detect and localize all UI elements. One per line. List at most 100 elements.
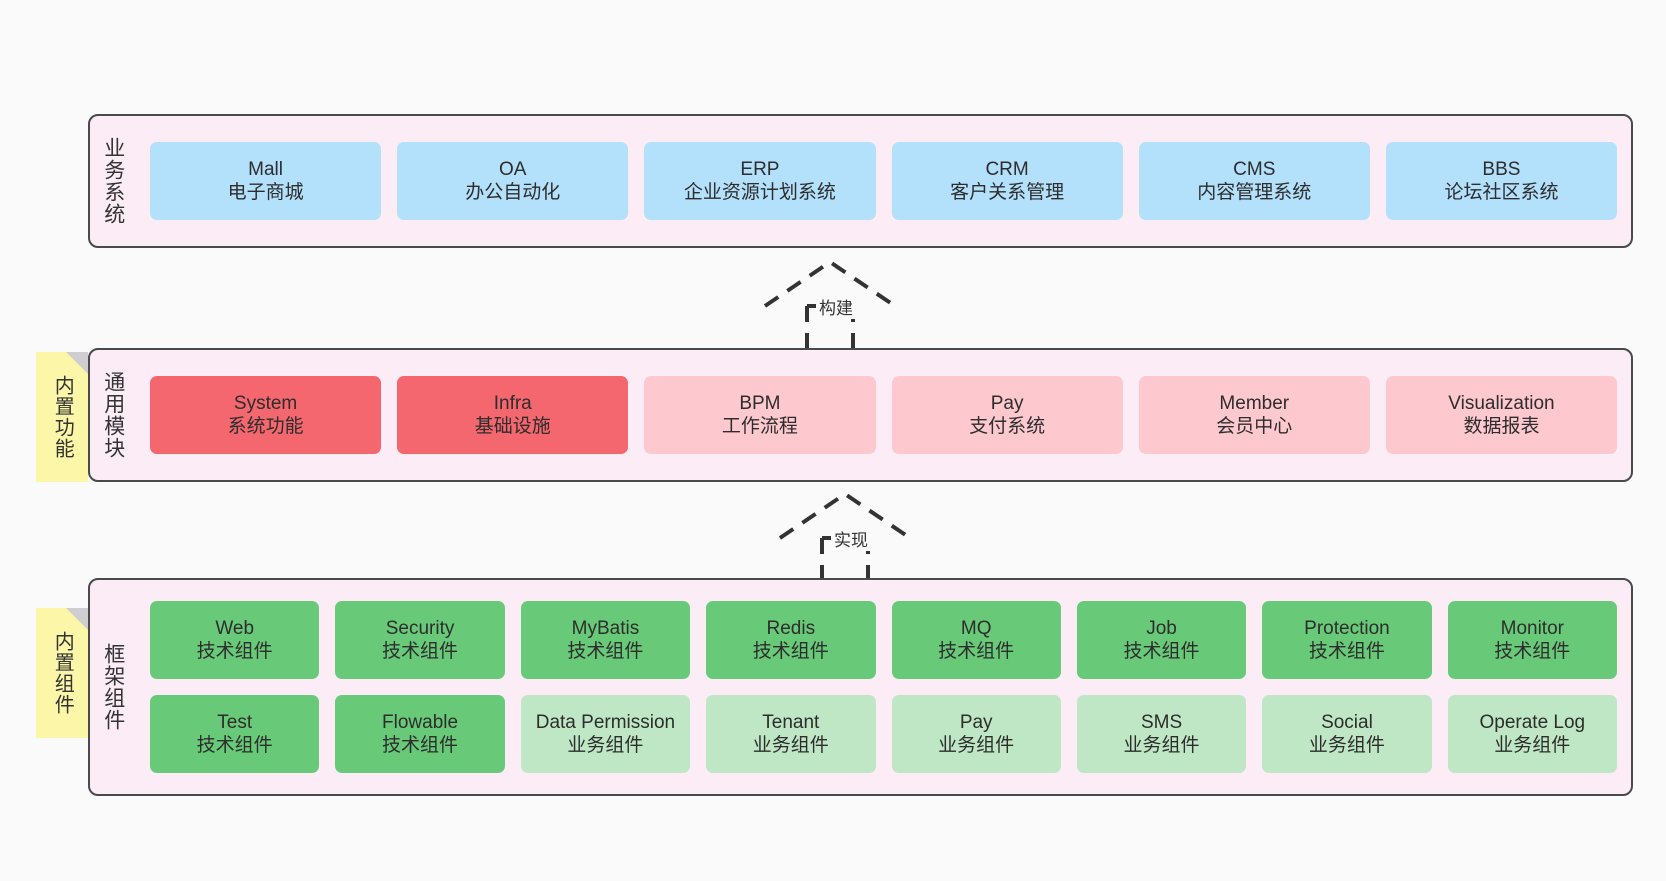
card-subtitle: 技术组件 bbox=[196, 641, 273, 662]
card-row: Web 技术组件 Security 技术组件 MyBatis 技术组件 Redi… bbox=[150, 601, 1617, 679]
card-row: Mall 电子商城 OA 办公自动化 ERP 企业资源计划系统 CRM 客户关系… bbox=[150, 142, 1618, 220]
card-protection[interactable]: Protection 技术组件 bbox=[1262, 601, 1432, 679]
card-title: Flowable bbox=[382, 711, 459, 733]
card-redis[interactable]: Redis 技术组件 bbox=[706, 601, 876, 679]
card-title: ERP bbox=[740, 158, 780, 180]
card-title: Pay bbox=[959, 711, 993, 733]
card-mq[interactable]: MQ 技术组件 bbox=[891, 601, 1061, 679]
card-subtitle: 业务组件 bbox=[752, 735, 829, 756]
card-flowable[interactable]: Flowable 技术组件 bbox=[335, 695, 505, 773]
card-title: Infra bbox=[493, 392, 532, 414]
card-erp[interactable]: ERP 企业资源计划系统 bbox=[644, 142, 876, 220]
card-operate-log[interactable]: Operate Log 业务组件 bbox=[1447, 695, 1617, 773]
card-title: Protection bbox=[1304, 617, 1390, 639]
card-web[interactable]: Web 技术组件 bbox=[150, 601, 320, 679]
card-title: BBS bbox=[1482, 158, 1521, 180]
card-bbs[interactable]: BBS 论坛社区系统 bbox=[1385, 142, 1618, 220]
card-title: Data Permission bbox=[535, 711, 676, 733]
card-title: BPM bbox=[739, 392, 781, 414]
card-test[interactable]: Test 技术组件 bbox=[150, 695, 320, 773]
card-title: Mall bbox=[248, 158, 283, 180]
card-infra[interactable]: Infra 基础设施 bbox=[397, 376, 629, 454]
card-row: System 系统功能 Infra 基础设施 BPM 工作流程 Pay 支付系统… bbox=[150, 376, 1618, 454]
card-title: SMS bbox=[1140, 711, 1183, 733]
card-subtitle: 技术组件 bbox=[1123, 641, 1200, 662]
card-title: Monitor bbox=[1500, 617, 1564, 639]
card-social[interactable]: Social 业务组件 bbox=[1262, 695, 1432, 773]
card-subtitle: 技术组件 bbox=[1494, 641, 1571, 662]
connector-implement: 实现 bbox=[775, 490, 915, 582]
card-title: Tenant bbox=[762, 711, 820, 733]
card-monitor[interactable]: Monitor 技术组件 bbox=[1447, 601, 1617, 679]
layer-cards-common-modules: System 系统功能 Infra 基础设施 BPM 工作流程 Pay 支付系统… bbox=[136, 350, 1631, 480]
card-subtitle: 技术组件 bbox=[938, 641, 1015, 662]
card-subtitle: 内容管理系统 bbox=[1197, 182, 1312, 203]
card-data-permission[interactable]: Data Permission 业务组件 bbox=[520, 695, 691, 773]
card-title: Member bbox=[1219, 392, 1290, 414]
card-oa[interactable]: OA 办公自动化 bbox=[397, 142, 629, 220]
card-mybatis[interactable]: MyBatis 技术组件 bbox=[520, 601, 691, 679]
card-title: System bbox=[233, 392, 298, 414]
card-visualization[interactable]: Visualization 数据报表 bbox=[1385, 376, 1618, 454]
card-title: Test bbox=[217, 711, 253, 733]
card-row: Test 技术组件 Flowable 技术组件 Data Permission … bbox=[150, 695, 1617, 773]
card-subtitle: 会员中心 bbox=[1216, 416, 1293, 437]
card-subtitle: 办公自动化 bbox=[465, 182, 561, 203]
card-subtitle: 客户关系管理 bbox=[950, 182, 1065, 203]
card-bpm[interactable]: BPM 工作流程 bbox=[644, 376, 876, 454]
card-title: OA bbox=[499, 158, 527, 180]
card-subtitle: 技术组件 bbox=[567, 641, 644, 662]
card-system[interactable]: System 系统功能 bbox=[150, 376, 382, 454]
card-subtitle: 技术组件 bbox=[196, 735, 273, 756]
card-member[interactable]: Member 会员中心 bbox=[1138, 376, 1370, 454]
sticky-note-builtin-features: 内置功能 bbox=[36, 352, 88, 482]
connector-build: 构建 bbox=[760, 258, 900, 350]
layer-cards-business-systems: Mall 电子商城 OA 办公自动化 ERP 企业资源计划系统 CRM 客户关系… bbox=[136, 116, 1631, 246]
layer-business-systems: 业务系统 Mall 电子商城 OA 办公自动化 ERP 企业资源计划系统 CRM… bbox=[88, 114, 1633, 248]
connector-implement-label: 实现 bbox=[831, 526, 871, 551]
card-pay[interactable]: Pay 支付系统 bbox=[891, 376, 1123, 454]
card-title: CMS bbox=[1233, 158, 1276, 180]
card-subtitle: 业务组件 bbox=[1494, 735, 1571, 756]
card-mall[interactable]: Mall 电子商城 bbox=[150, 142, 382, 220]
connector-build-label: 构建 bbox=[816, 294, 856, 319]
card-job[interactable]: Job 技术组件 bbox=[1076, 601, 1247, 679]
card-tenant[interactable]: Tenant 业务组件 bbox=[706, 695, 876, 773]
card-title: Job bbox=[1146, 617, 1177, 639]
sticky-note-label: 内置组件 bbox=[51, 631, 74, 715]
card-subtitle: 业务组件 bbox=[1308, 735, 1385, 756]
card-pay-business[interactable]: Pay 业务组件 bbox=[891, 695, 1061, 773]
card-subtitle: 业务组件 bbox=[1123, 735, 1200, 756]
card-subtitle: 企业资源计划系统 bbox=[683, 182, 836, 203]
card-sms[interactable]: SMS 业务组件 bbox=[1076, 695, 1247, 773]
card-subtitle: 业务组件 bbox=[938, 735, 1015, 756]
card-title: Redis bbox=[766, 617, 816, 639]
card-subtitle: 电子商城 bbox=[227, 182, 304, 203]
layer-title-framework-components: 框架组件 bbox=[101, 643, 125, 731]
card-title: Operate Log bbox=[1479, 711, 1586, 733]
card-security[interactable]: Security 技术组件 bbox=[335, 601, 505, 679]
card-title: Security bbox=[385, 617, 455, 639]
layer-cards-framework-components: Web 技术组件 Security 技术组件 MyBatis 技术组件 Redi… bbox=[136, 580, 1631, 794]
card-subtitle: 基础设施 bbox=[474, 416, 551, 437]
card-title: Web bbox=[215, 617, 255, 639]
note-fold-icon bbox=[66, 352, 88, 374]
sticky-note-label: 内置功能 bbox=[51, 375, 74, 459]
card-subtitle: 技术组件 bbox=[382, 735, 459, 756]
card-crm[interactable]: CRM 客户关系管理 bbox=[891, 142, 1123, 220]
note-fold-icon bbox=[66, 608, 88, 630]
card-title: Social bbox=[1321, 711, 1373, 733]
card-subtitle: 论坛社区系统 bbox=[1444, 182, 1559, 203]
card-subtitle: 技术组件 bbox=[1308, 641, 1385, 662]
card-subtitle: 数据报表 bbox=[1463, 416, 1540, 437]
card-title: CRM bbox=[985, 158, 1029, 180]
card-subtitle: 技术组件 bbox=[752, 641, 829, 662]
card-title: MyBatis bbox=[571, 617, 640, 639]
card-cms[interactable]: CMS 内容管理系统 bbox=[1138, 142, 1370, 220]
layer-common-modules: 通用模块 System 系统功能 Infra 基础设施 BPM 工作流程 Pay… bbox=[88, 348, 1633, 482]
card-title: Pay bbox=[990, 392, 1024, 414]
card-title: MQ bbox=[960, 617, 992, 639]
layer-title-business-systems: 业务系统 bbox=[101, 137, 125, 225]
card-subtitle: 工作流程 bbox=[721, 416, 798, 437]
